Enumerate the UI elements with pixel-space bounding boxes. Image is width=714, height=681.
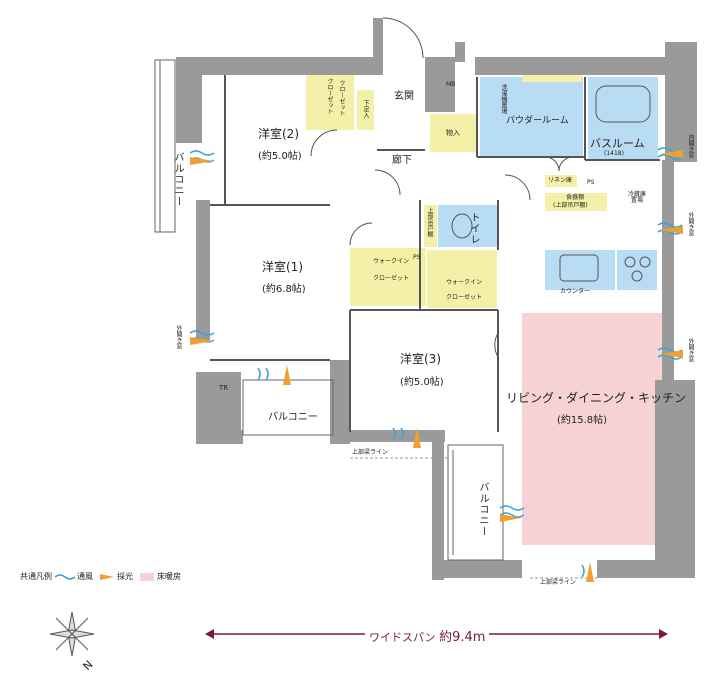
tableware-fill <box>545 193 607 211</box>
tableware-sub-label: (上部吊戸棚) <box>553 202 588 209</box>
wide-span-value: 約9.4m <box>439 630 486 645</box>
storage-fill <box>430 114 477 152</box>
closet2-fill <box>306 74 354 130</box>
room-tr: TR <box>219 384 229 392</box>
wic2-fill <box>427 250 497 308</box>
wic1-label: ウォークイン <box>373 258 410 265</box>
room-counter: カウンター <box>560 288 591 295</box>
fridge-label: 冷蔵庫置場 <box>627 191 646 204</box>
walls <box>176 18 697 580</box>
wide-span-label: ワイドスパン 約9.4m <box>365 626 490 645</box>
shoe-closet-label: 下足入 <box>362 100 369 118</box>
compass-icon <box>49 611 95 657</box>
wide-span-text: ワイドスパン <box>369 631 436 644</box>
room-ldk-name: リビング・ダイニング・キッチン <box>506 391 687 405</box>
window-outer-1: 外開き窓 <box>687 212 694 236</box>
room-entrance: 玄関 <box>394 91 414 102</box>
upper-storage-label: 上部吊戸棚 <box>426 207 433 237</box>
bath-top-fill <box>522 74 582 82</box>
legend-light-icon <box>100 574 114 580</box>
window-inner: 内開き窓 <box>687 134 694 158</box>
toilet-fill <box>438 205 498 247</box>
room-bath-size: (1418) <box>604 150 624 157</box>
room-western1-area: (約6.8帖) <box>262 284 306 295</box>
beam-line-1: 上部梁ライン <box>352 449 389 456</box>
room-ldk-area: (約15.8帖) <box>557 415 608 426</box>
upper-storage-fill <box>424 205 437 247</box>
room-western1-name: 洋室(1) <box>262 260 303 274</box>
closet-a-label: クローゼット <box>326 78 333 114</box>
room-western3-area: (約5.0帖) <box>400 377 444 388</box>
balcony-bottom-left: バルコニー <box>268 412 318 423</box>
room-powder: パウダールーム <box>506 116 569 126</box>
room-western2-area: (約5.0帖) <box>258 151 302 162</box>
beam-lines <box>350 457 597 579</box>
balcony-left: バルコニー <box>172 152 183 207</box>
counter-fill <box>545 250 615 290</box>
wic2-label: ウォークイン <box>446 279 483 286</box>
closet-b-label: クローゼット <box>338 80 345 116</box>
wic1b-label: クローゼット <box>373 275 410 282</box>
stove <box>624 256 651 282</box>
wind-icons <box>189 147 683 578</box>
room-hallway: 廊下 <box>392 155 412 166</box>
bathroom-fill <box>588 77 658 159</box>
bathtub <box>595 85 651 123</box>
legend-light: 採光 <box>117 572 133 581</box>
legend-wind-icon <box>54 574 76 580</box>
legend-heating-swatch <box>140 573 154 581</box>
doors <box>310 17 574 358</box>
legend-heating: 床暖房 <box>157 572 181 581</box>
balcony-bottom-right: バルコニー <box>477 482 488 537</box>
room-western3-name: 洋室(3) <box>400 352 441 366</box>
wic1-fill <box>350 248 426 306</box>
toilet-bowl <box>451 213 473 239</box>
room-western2-name: 洋室(2) <box>258 127 299 141</box>
balcony-rails <box>154 59 504 561</box>
powder-room-fill <box>480 77 583 157</box>
wic2b-label: クローゼット <box>446 294 483 301</box>
interior-walls <box>210 75 660 432</box>
window-outer-2: 外開き窓 <box>687 338 694 362</box>
washer-label: 洗濯機置場 <box>500 84 507 114</box>
legend-title: 共通凡例 <box>20 572 52 581</box>
window-outer-3: 外開き窓 <box>175 325 182 349</box>
room-mb: MB <box>446 81 456 88</box>
linen-fill <box>545 175 577 187</box>
light-icons <box>190 150 683 582</box>
room-toilet: トイレ <box>468 212 479 245</box>
beam-line-2: 上部梁ライン <box>540 579 577 586</box>
shoe-fill <box>357 90 374 130</box>
ps-label: PS <box>587 179 595 186</box>
ps2-label: PS <box>413 254 421 261</box>
legend-wind: 通風 <box>77 572 93 581</box>
tableware-label: 食器棚 <box>566 194 585 201</box>
room-storage: 物入 <box>446 129 460 137</box>
linen-label: リネン庫 <box>548 177 573 184</box>
room-bath-name: バスルーム <box>590 137 645 150</box>
stove-fill <box>617 250 657 290</box>
floor-heating-area <box>522 313 662 545</box>
kitchen-sink <box>559 254 599 282</box>
